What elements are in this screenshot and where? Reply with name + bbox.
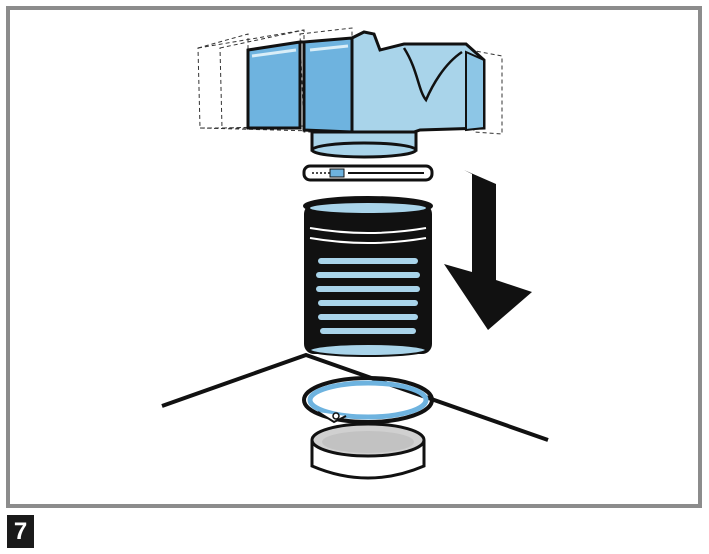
flexible-duct-hose <box>303 196 433 357</box>
duct-adapter <box>197 27 503 159</box>
ceiling-plane-lines <box>161 352 549 442</box>
clamp-ring-top <box>302 164 434 182</box>
ceiling-outlet-collar <box>310 422 426 480</box>
clamp-ring-bottom <box>302 376 434 424</box>
down-arrow-icon <box>444 170 532 330</box>
step-number-badge: 7 <box>7 515 34 548</box>
